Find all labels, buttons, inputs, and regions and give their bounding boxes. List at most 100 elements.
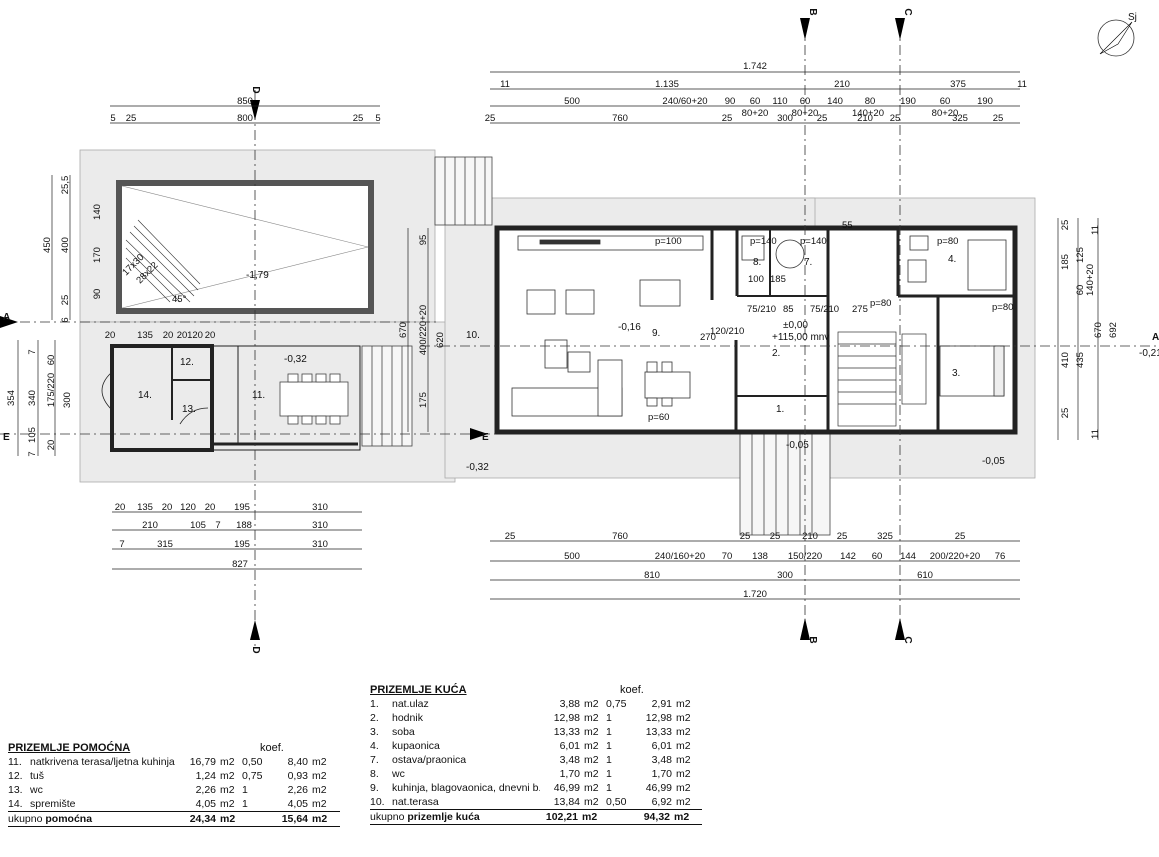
dim-top-row2-sub: 140+20	[852, 108, 884, 119]
opening-label: 75/210	[810, 304, 839, 315]
deck-entrance-path	[739, 429, 831, 536]
cell-area: 16,79	[189, 756, 216, 768]
dim-top-row2: 90	[725, 96, 736, 107]
cell-area: 6,01	[559, 740, 580, 752]
dim-top-row2: 500	[564, 96, 580, 107]
cell-area: 12,98	[553, 712, 580, 724]
opening-label: 270	[700, 332, 716, 343]
cell-coef: 1	[242, 798, 248, 810]
cell-area: 4,05	[195, 798, 216, 810]
cell-no: 11.	[8, 756, 22, 768]
dim-bottom-left: 20	[162, 502, 173, 513]
section-label-b: B	[807, 8, 818, 15]
dim-bottom-left: 195	[234, 502, 250, 513]
cell-no: 9.	[370, 782, 379, 794]
cell-no: 10.	[370, 796, 385, 808]
table-annex-coef-header: koef.	[260, 742, 284, 754]
section-label-b: B	[807, 636, 818, 643]
cell-net: 4,05	[287, 798, 308, 810]
room-number: 9.	[652, 328, 660, 339]
dim-bottom-left: 105	[190, 520, 206, 531]
dim-bottom-row3: 810	[644, 570, 660, 581]
opening-label: p=80	[937, 236, 958, 247]
cell-no: 7.	[370, 754, 379, 766]
room-number: 12.	[180, 357, 194, 368]
cell-unit2: m2	[676, 712, 691, 724]
dim-bottom-left: 210	[142, 520, 158, 531]
total-label: pomoćna	[45, 813, 93, 825]
cell-unit: m2	[220, 784, 235, 796]
room-number: 4.	[948, 254, 956, 265]
dim-top-row2-sub: 80+20	[932, 108, 959, 119]
total-label: prizemlje kuća	[407, 811, 480, 823]
dim-top-row3: 25	[722, 113, 733, 124]
dim-right-vert: 11	[1090, 429, 1101, 439]
cell-area: 3,88	[559, 698, 580, 710]
dim-bottom-row1: 25	[740, 531, 751, 542]
dim-bottom-row1: 25	[837, 531, 848, 542]
total-unit: m2	[220, 813, 236, 825]
cell-no: 12.	[8, 770, 23, 782]
dim-annex-top: 20	[205, 330, 216, 341]
dim-bottom-left: 135	[137, 502, 153, 513]
cell-coef: 1	[242, 784, 248, 796]
dim-bottom-left: 195	[234, 539, 250, 550]
north-label: Sj	[1128, 12, 1137, 23]
total-unit2: m2	[674, 811, 690, 823]
cell-unit2: m2	[676, 698, 691, 710]
cell-net: 46,99	[645, 782, 672, 794]
bedroom-furniture	[939, 345, 1005, 397]
cell-name: hodnik	[392, 712, 423, 724]
dim-annex-vert: 7	[27, 349, 38, 354]
dim-bottom-row1: 210	[802, 531, 818, 542]
kitchen-fixtures	[517, 235, 704, 407]
cell-no: 8.	[370, 768, 379, 780]
dim-bottom-left-total: 827	[232, 559, 248, 570]
dim-pool-vert: 6	[60, 317, 71, 322]
dim-bottom-left: 315	[157, 539, 173, 550]
section-label-e: E	[482, 432, 489, 443]
room-number: 8.	[753, 257, 761, 268]
level-living: -0,16	[618, 322, 641, 333]
dim-bottom-left: 7	[215, 520, 220, 531]
dim-left-total: 850	[237, 96, 253, 107]
dim-bottom-row2: 200/220+20	[930, 551, 980, 562]
section-label-c: C	[902, 636, 913, 643]
table-house-total: ukupno prizemlje kuća 102,21 m2 94,32 m2	[370, 809, 702, 825]
room-number: 2.	[772, 348, 780, 359]
cell-no: 2.	[370, 712, 379, 724]
dim-bottom-row1: 25	[505, 531, 516, 542]
dim-left-row: 25	[353, 113, 364, 124]
table-house-header: PRIZEMLJE KUĆA koef.	[370, 683, 702, 697]
cell-unit: m2	[584, 768, 599, 780]
cell-net: 12,98	[645, 712, 672, 724]
dim-bottom-row2: 60	[872, 551, 883, 562]
cell-coef: 1	[606, 782, 612, 794]
dim-right-vert: 692	[1108, 322, 1119, 338]
opening-label: p=60	[648, 412, 669, 423]
dim-top-row2: 80	[865, 96, 876, 107]
total-prefix: ukupno	[8, 813, 43, 825]
dim-annex-vert: 175/220	[46, 373, 57, 407]
cell-area: 3,48	[559, 754, 580, 766]
dim-annex-top: 20	[163, 330, 174, 341]
opening-label: p=140	[750, 236, 777, 247]
table-house-title: PRIZEMLJE KUĆA	[370, 684, 467, 696]
opening-label: 275	[852, 304, 868, 315]
opening-label: 75/210	[747, 304, 776, 315]
dim-annex-vert: 340	[27, 390, 38, 406]
section-label-a: A	[3, 312, 10, 323]
dim-annex-top: 120	[187, 330, 203, 341]
section-lines	[0, 25, 1159, 650]
dim-right-vert: 185	[1060, 254, 1071, 270]
cell-net: 2,26	[287, 784, 308, 796]
